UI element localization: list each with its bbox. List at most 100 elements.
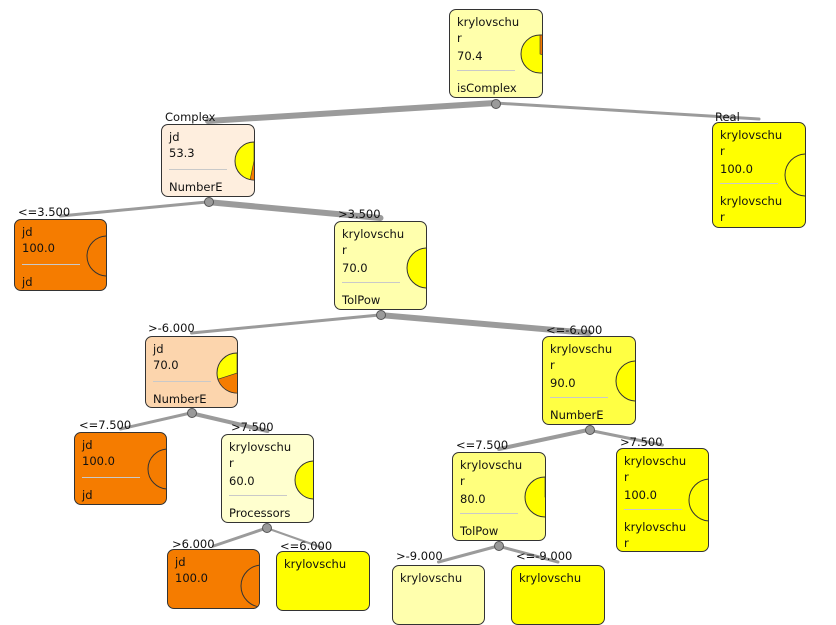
node-divider bbox=[82, 477, 140, 478]
node-percentage: 53.3 bbox=[169, 146, 195, 160]
pie-base bbox=[784, 153, 805, 197]
node-leaf-class: krylovschu r bbox=[624, 520, 687, 550]
pie-base bbox=[234, 141, 254, 181]
tree-node-krylovschur-tolpow-2[interactable]: krylovschu r 80.0 TolPow bbox=[452, 452, 546, 541]
node-divider bbox=[229, 495, 287, 496]
class-distribution-pie bbox=[520, 34, 542, 74]
node-percentage: 80.0 bbox=[460, 492, 486, 506]
node-divider bbox=[720, 183, 778, 184]
node-class-label: krylovschu bbox=[519, 571, 582, 585]
node-leaf-class: jd bbox=[22, 275, 33, 289]
class-distribution-pie bbox=[216, 352, 237, 394]
tree-edge-n4-n5 bbox=[190, 313, 381, 335]
node-connector-knob[interactable] bbox=[204, 197, 214, 207]
pie-base bbox=[147, 448, 166, 490]
pie-base bbox=[406, 247, 426, 289]
node-class-label: krylovschu bbox=[400, 571, 463, 585]
pie-base bbox=[615, 360, 635, 402]
tree-node-jd-numbere-2[interactable]: jd 70.0 NumberE bbox=[145, 336, 238, 408]
node-split-attribute: NumberE bbox=[169, 180, 223, 194]
node-divider bbox=[550, 397, 608, 398]
tree-node-krylovschur-tolpow[interactable]: krylovschu r 70.0 TolPow bbox=[334, 221, 427, 310]
node-class-label: jd bbox=[22, 225, 33, 239]
node-percentage: 70.4 bbox=[457, 49, 483, 63]
node-percentage: 70.0 bbox=[342, 261, 368, 275]
tree-node-krylovschur-partial-3[interactable]: krylovschu bbox=[511, 565, 605, 625]
edge-label-le-7500-b: <=7.500 bbox=[456, 438, 509, 452]
node-leaf-class: jd bbox=[82, 488, 93, 502]
edge-label-complex: Complex bbox=[165, 110, 216, 124]
class-distribution-pie bbox=[615, 360, 635, 402]
tree-edge-n4-n6 bbox=[376, 312, 592, 336]
node-connector-knob[interactable] bbox=[494, 541, 504, 551]
tree-node-jd-leaf-2[interactable]: jd 100.0 jd bbox=[74, 432, 167, 505]
tree-node-jd-numbere[interactable]: jd 53.3 NumberE bbox=[161, 124, 255, 197]
tree-node-krylovschur-partial-2[interactable]: krylovschu bbox=[392, 565, 485, 625]
class-distribution-pie bbox=[688, 478, 708, 522]
class-distribution-pie bbox=[406, 247, 426, 289]
node-connector-knob[interactable] bbox=[491, 99, 501, 109]
node-split-attribute: NumberE bbox=[153, 392, 207, 406]
node-class-label: krylovschu r bbox=[229, 440, 292, 470]
pie-base bbox=[86, 235, 106, 277]
node-percentage: 60.0 bbox=[229, 474, 255, 488]
edge-label-le-3500: <=3.500 bbox=[18, 205, 71, 219]
tree-node-krylovschur-partial[interactable]: krylovschu bbox=[276, 551, 370, 611]
edge-label-gt-6000: >6.000 bbox=[172, 537, 215, 551]
edge-label-le-neg6000: <=-6.000 bbox=[546, 323, 603, 337]
edge-label-le-6000: <=6.000 bbox=[280, 539, 333, 553]
node-class-label: jd bbox=[153, 342, 164, 356]
node-class-label: jd bbox=[82, 438, 93, 452]
tree-node-root[interactable]: krylovschu r 70.4 isComplex bbox=[449, 9, 543, 98]
edge-label-gt-3500: >3.500 bbox=[338, 207, 381, 221]
class-distribution-pie bbox=[294, 460, 313, 500]
pie-base bbox=[294, 460, 313, 500]
pie-base bbox=[240, 564, 259, 608]
tree-edge-n9-n13 bbox=[437, 544, 500, 564]
tree-edge-root-n1 bbox=[205, 100, 498, 124]
edge-label-le-7500: <=7.500 bbox=[79, 418, 132, 432]
pie-base bbox=[524, 476, 545, 518]
node-connector-knob[interactable] bbox=[187, 408, 197, 418]
tree-edge-n8-n11 bbox=[212, 526, 268, 548]
class-distribution-pie bbox=[234, 141, 254, 181]
node-class-label: krylovschu r bbox=[720, 128, 783, 158]
class-distribution-pie bbox=[86, 235, 106, 277]
tree-node-jd-partial[interactable]: jd 100.0 bbox=[167, 549, 260, 609]
tree-node-krylovschur-leaf-2[interactable]: krylovschu r 100.0 krylovschu r bbox=[616, 448, 709, 552]
node-percentage: 100.0 bbox=[175, 571, 208, 585]
node-connector-knob[interactable] bbox=[376, 310, 386, 320]
node-percentage: 100.0 bbox=[624, 488, 657, 502]
node-connector-knob[interactable] bbox=[262, 523, 272, 533]
node-split-attribute: NumberE bbox=[550, 408, 604, 422]
pie-slice-jd bbox=[217, 352, 237, 394]
pie-slice-jd bbox=[539, 34, 542, 55]
tree-node-krylovschur-numbere[interactable]: krylovschu r 90.0 NumberE bbox=[542, 336, 636, 425]
tree-edge-n1-n3 bbox=[59, 200, 209, 218]
edge-label-real: Real bbox=[715, 110, 740, 124]
node-class-label: krylovschu r bbox=[457, 15, 520, 45]
node-percentage: 100.0 bbox=[82, 454, 115, 468]
class-distribution-pie bbox=[784, 153, 805, 197]
node-class-label: krylovschu r bbox=[460, 458, 523, 488]
tree-edge-n5-n8 bbox=[188, 411, 270, 433]
tree-node-krylovschur-leaf[interactable]: krylovschu r 100.0 krylovschu r bbox=[712, 122, 806, 228]
node-divider bbox=[342, 282, 400, 283]
node-class-label: krylovschu r bbox=[624, 454, 687, 484]
node-percentage: 100.0 bbox=[22, 241, 55, 255]
node-split-attribute: TolPow bbox=[460, 524, 499, 538]
node-percentage: 90.0 bbox=[550, 376, 576, 390]
tree-edges bbox=[59, 100, 761, 564]
tree-edge-n1-n4 bbox=[204, 199, 384, 221]
edge-label-le-neg9000: <=-9.000 bbox=[516, 549, 573, 563]
tree-node-krylovschur-processors[interactable]: krylovschu r 60.0 Processors bbox=[221, 434, 314, 523]
node-split-attribute: TolPow bbox=[342, 293, 381, 307]
node-split-attribute: isComplex bbox=[457, 81, 517, 95]
node-connector-knob[interactable] bbox=[585, 425, 595, 435]
tree-edge-n8-n12 bbox=[265, 527, 324, 549]
node-class-label: jd bbox=[169, 130, 180, 144]
node-split-attribute: Processors bbox=[229, 506, 291, 520]
pie-slice-jd bbox=[544, 476, 545, 498]
tree-node-jd-leaf[interactable]: jd 100.0 jd bbox=[14, 219, 107, 291]
node-class-label: krylovschu r bbox=[342, 227, 405, 257]
